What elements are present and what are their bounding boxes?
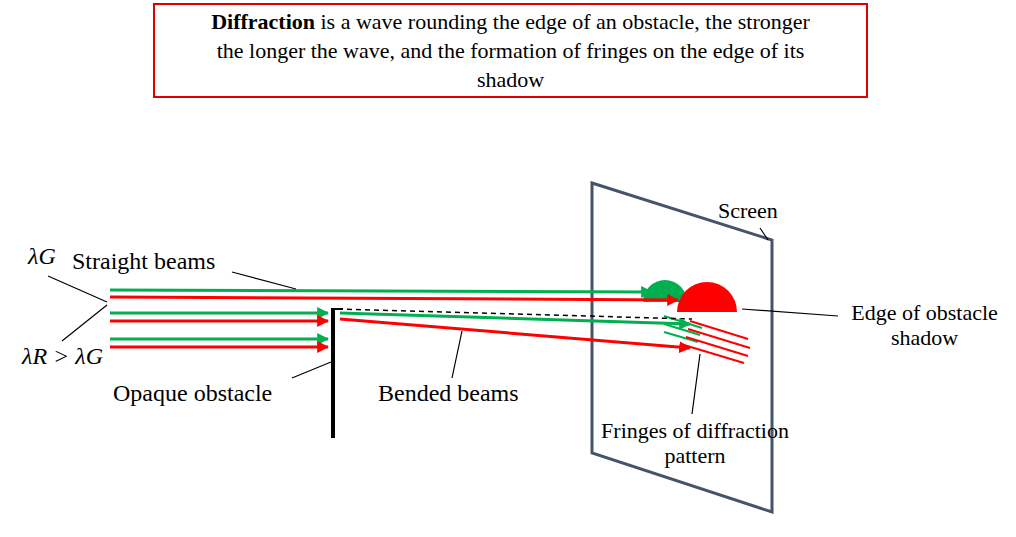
beam-label: Bended beams — [378, 380, 519, 408]
straight-green-beam — [110, 290, 652, 292]
red-beam-edge — [110, 320, 328, 323]
wavelength-relation: λR > λG — [22, 343, 103, 371]
fringes-label: Fringes of diffraction pattern — [575, 418, 815, 469]
leader-lines — [48, 228, 838, 414]
opaque-obstacle — [331, 309, 335, 438]
definition-box: Diffractionis a wave rounding the edge o… — [153, 3, 868, 98]
straight-red-beam — [110, 297, 678, 300]
shadow-edge-label: Edge of obstacle shadow — [842, 300, 1007, 351]
beam-label: Straight beams — [72, 248, 215, 276]
screen-label: Screen — [718, 198, 778, 223]
red-beam-blocked — [110, 346, 328, 349]
obstacle-label: Opaque obstacle — [113, 380, 272, 408]
green-beam-blocked — [110, 338, 328, 341]
green-beam-edge — [110, 312, 328, 315]
red-spot — [677, 282, 737, 312]
definition-term: Diffraction — [211, 9, 315, 34]
bended-red-beam — [340, 319, 690, 348]
obstacle-edge — [331, 308, 343, 310]
wavelength-label: λG — [28, 243, 56, 271]
